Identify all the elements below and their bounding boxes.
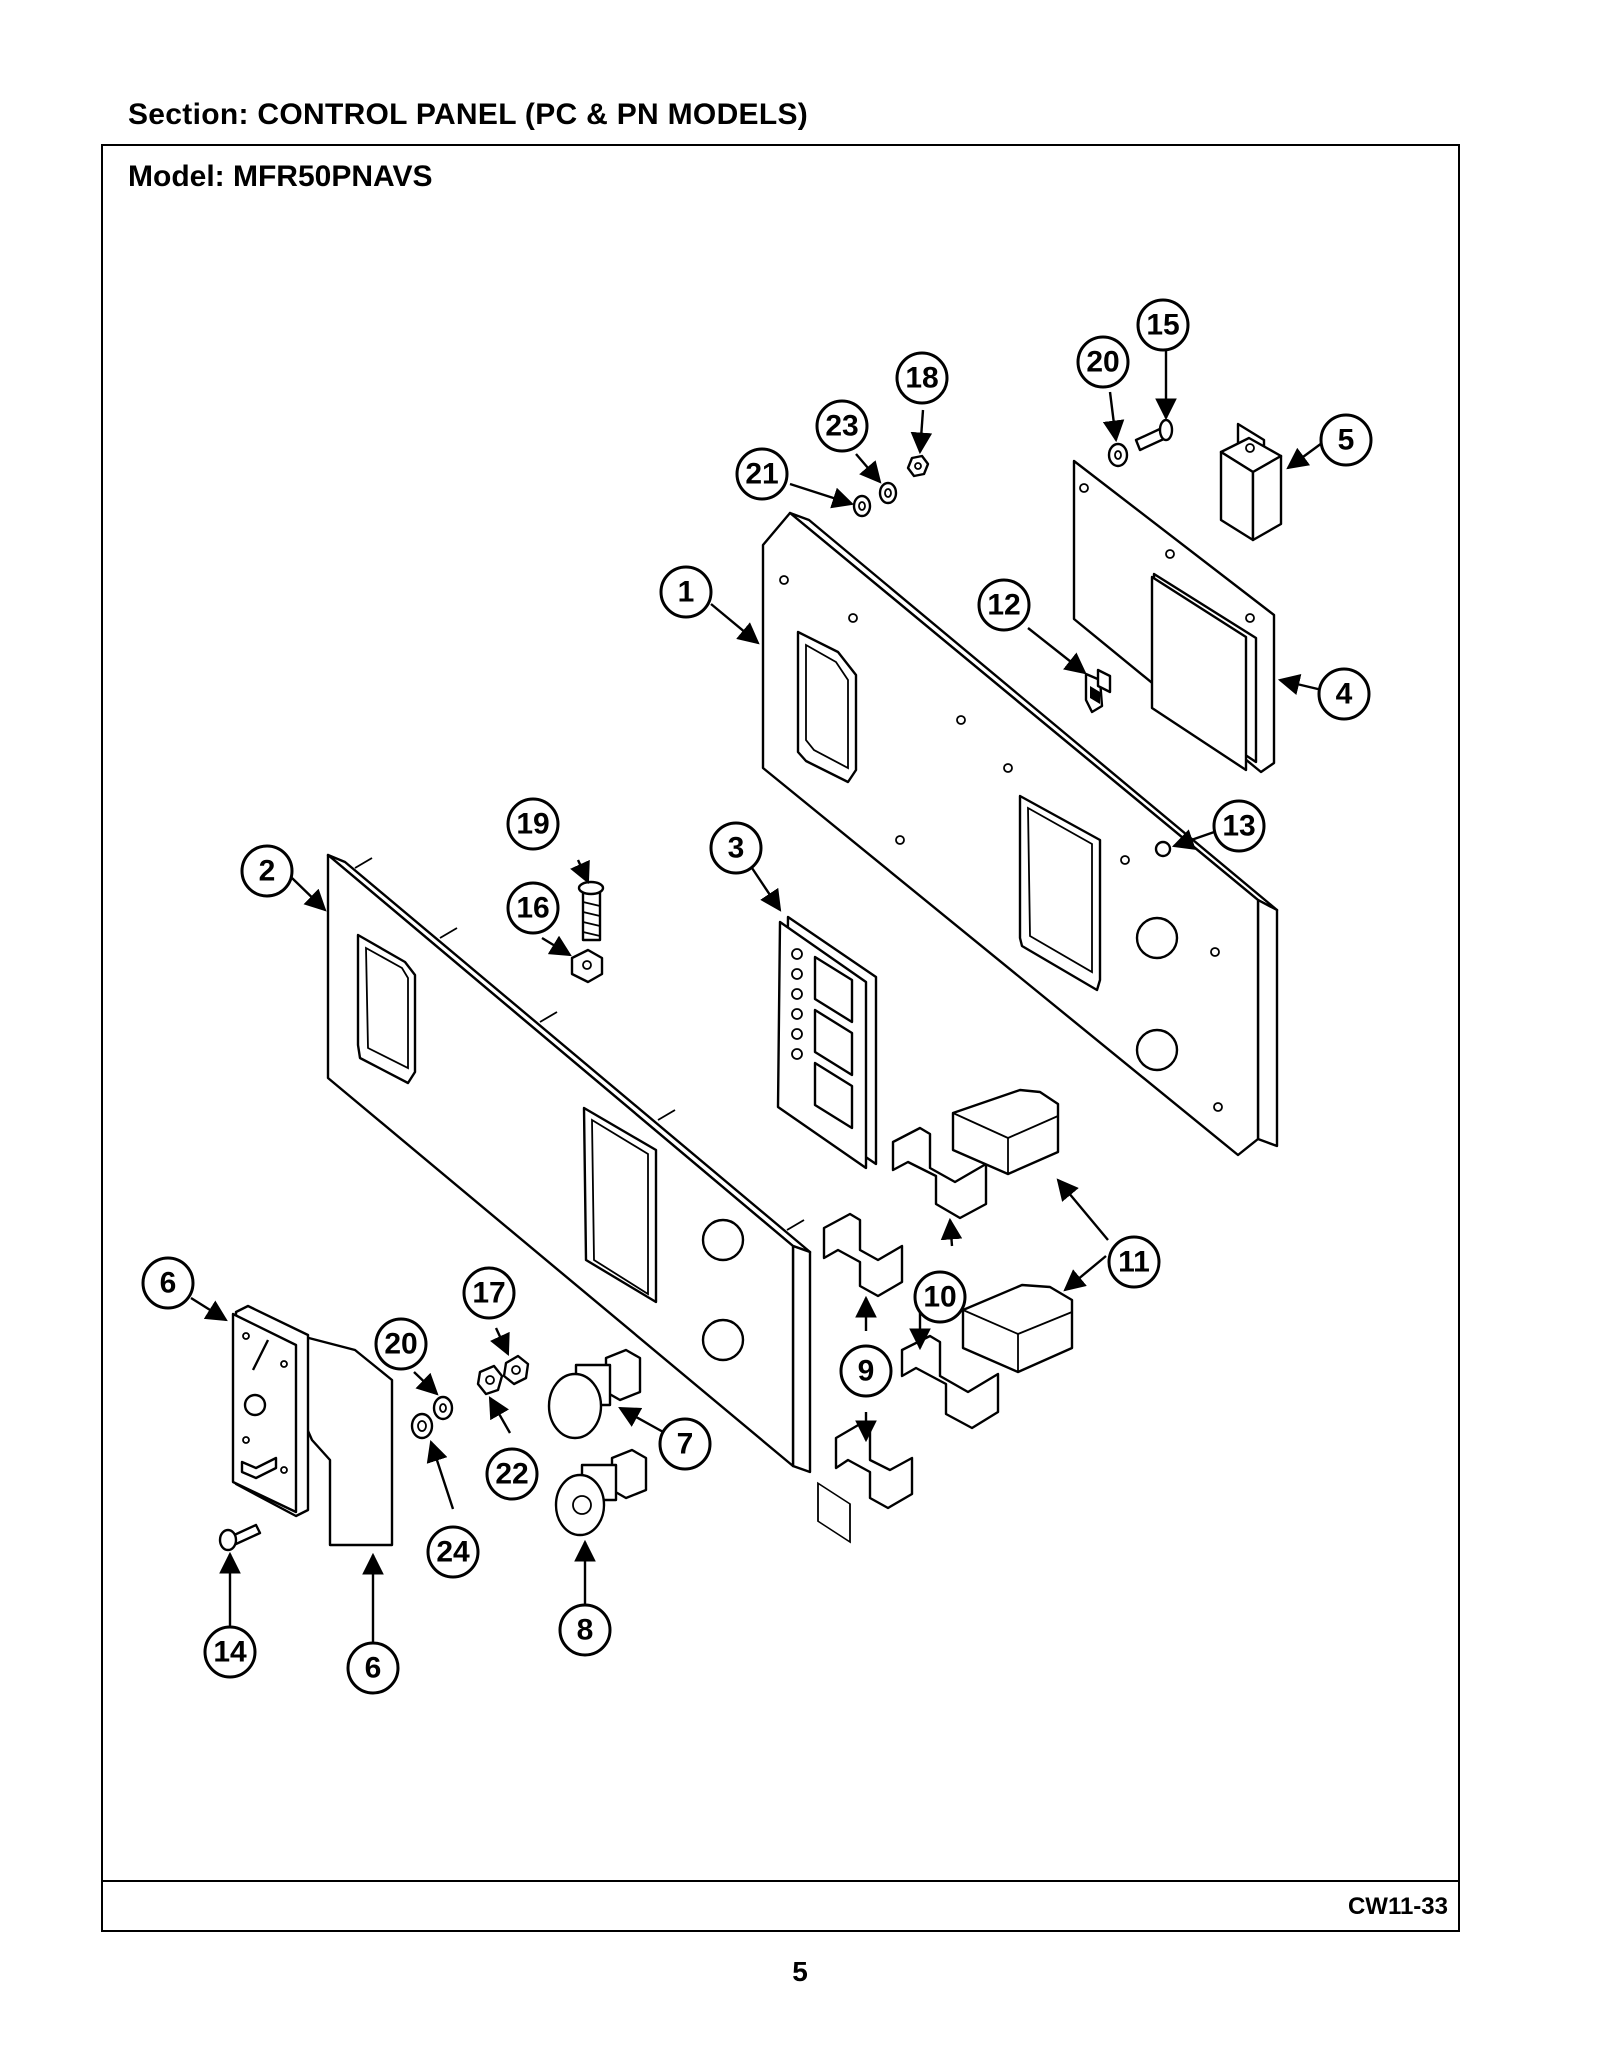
display-board (776, 915, 878, 1544)
model-title: Model: MFR50PNAVS (128, 160, 433, 193)
svg-text:21: 21 (745, 458, 778, 491)
svg-text:6: 6 (365, 1652, 382, 1685)
callout-5: 5 (1319, 413, 1373, 467)
svg-text:20: 20 (1086, 346, 1119, 379)
svg-text:24: 24 (436, 1536, 470, 1569)
callout-7: 7 (658, 1417, 712, 1471)
callout-24: 24 (426, 1525, 480, 1579)
callout-1: 1 (659, 565, 713, 619)
section-title: Section: CONTROL PANEL (PC & PN MODELS) (128, 98, 809, 131)
svg-text:9: 9 (858, 1355, 875, 1388)
page-number: 5 (792, 1956, 808, 1987)
callout-8: 8 (558, 1603, 612, 1657)
svg-text:2: 2 (259, 855, 276, 888)
callout-18: 18 (895, 351, 949, 405)
svg-text:6: 6 (160, 1267, 177, 1300)
brackets (822, 1126, 1000, 1510)
foam-blocks (951, 1088, 1074, 1374)
callout-11: 11 (1107, 1235, 1161, 1289)
svg-text:5: 5 (1338, 424, 1355, 457)
svg-text:1: 1 (678, 576, 695, 609)
callout-4: 4 (1317, 667, 1371, 721)
svg-text:10: 10 (923, 1281, 956, 1314)
svg-text:22: 22 (495, 1458, 528, 1491)
callout-22: 22 (485, 1447, 539, 1501)
svg-text:23: 23 (825, 410, 858, 443)
callout-16: 16 (506, 881, 560, 935)
svg-text:16: 16 (516, 892, 549, 925)
svg-text:3: 3 (728, 832, 745, 865)
callout-6-upper: 6 (141, 1256, 195, 1310)
callout-2: 2 (240, 844, 294, 898)
relay (1219, 422, 1283, 542)
callout-19: 19 (506, 797, 560, 851)
control-panel-front (326, 853, 812, 1474)
diagram-frame (101, 144, 1460, 1932)
switch (1084, 668, 1112, 714)
figure-code: CW11-33 (1347, 1893, 1448, 1920)
svg-text:20: 20 (384, 1328, 417, 1361)
callout-13: 13 (1212, 799, 1266, 853)
svg-text:14: 14 (213, 1636, 247, 1669)
svg-text:13: 13 (1222, 810, 1255, 843)
callout-15: 15 (1136, 298, 1190, 352)
callout-6-lower: 6 (346, 1641, 400, 1695)
push-buttons (547, 1348, 648, 1537)
svg-text:8: 8 (577, 1614, 594, 1647)
callout-23: 23 (815, 399, 869, 453)
callout-3: 3 (709, 821, 763, 875)
svg-text:18: 18 (905, 362, 938, 395)
circuit-board (1072, 459, 1276, 774)
control-panel-rear (761, 511, 1279, 1157)
callout-12: 12 (977, 578, 1031, 632)
callout-20-lower: 20 (374, 1317, 428, 1371)
callout-10: 10 (913, 1270, 967, 1324)
svg-text:12: 12 (987, 589, 1020, 622)
callout-9: 9 (839, 1344, 893, 1398)
svg-text:7: 7 (677, 1428, 694, 1461)
callout-14: 14 (203, 1625, 257, 1679)
svg-text:17: 17 (472, 1277, 505, 1310)
svg-text:15: 15 (1146, 309, 1179, 342)
svg-text:19: 19 (516, 808, 549, 841)
hardware (218, 418, 1174, 1552)
callout-20-upper: 20 (1076, 335, 1130, 389)
svg-text:11: 11 (1118, 1246, 1150, 1279)
svg-text:4: 4 (1336, 678, 1353, 711)
footer-divider (101, 1880, 1460, 1882)
callout-17: 17 (462, 1266, 516, 1320)
lock-bracket (231, 1304, 394, 1547)
callout-21: 21 (735, 447, 789, 501)
